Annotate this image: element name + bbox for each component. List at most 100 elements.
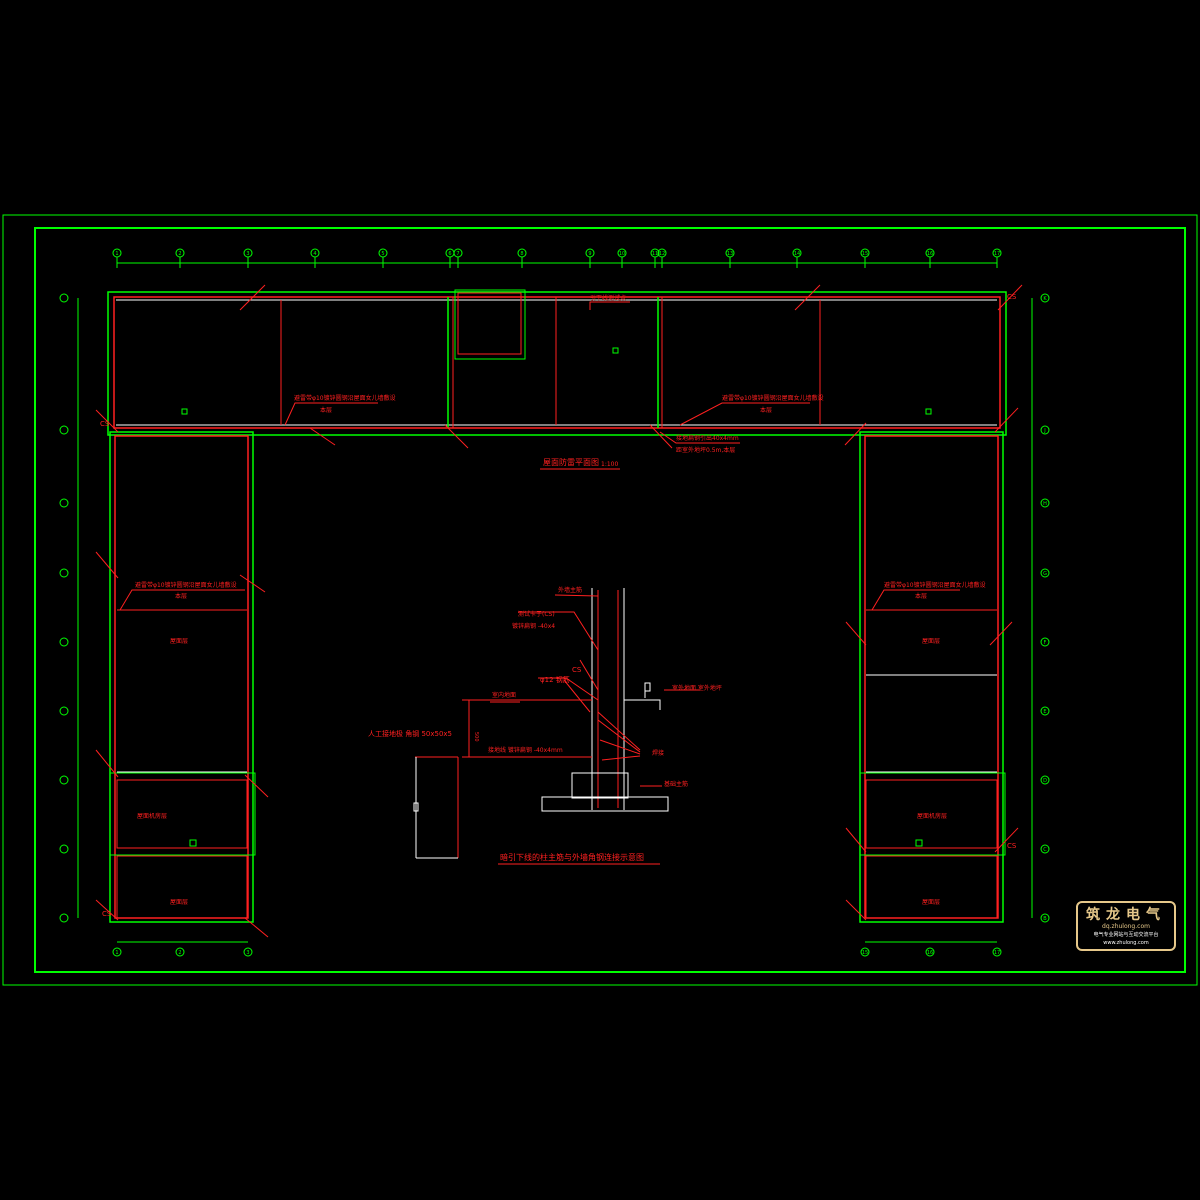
axis-right-labels: K J H G F E D C B: [1043, 296, 1047, 922]
plan-scale: 1:100: [601, 461, 618, 468]
outer-frame: [2, 214, 1198, 986]
svg-text:J: J: [1043, 428, 1045, 434]
svg-text:3: 3: [246, 950, 249, 956]
svg-text:3: 3: [246, 251, 249, 257]
cs-mark-top-right: CS: [1007, 293, 1017, 301]
plan-leaders: [119, 301, 960, 611]
logo-title: 筑龙电气: [1086, 907, 1166, 923]
logo-site: www.zhulong.com: [1103, 940, 1149, 946]
axis-top-labels: 1 2 3 4 5 6 7 8 9 10 11 12 13 14 15 16 1…: [115, 251, 1000, 257]
detail-test-clip-1: 测试卡子(CS): [518, 610, 555, 618]
axis-marker-3: [243, 248, 253, 268]
zhulong-logo: 筑龙电气 dq.zhulong.com 电气专业网站与互动交流平台 www.zh…: [1076, 901, 1176, 951]
axis-marker-15: [860, 248, 870, 268]
room-left-mid: 屋面层: [170, 638, 188, 645]
building-right-wing: [859, 431, 1006, 923]
svg-text:8: 8: [520, 251, 523, 257]
axis-marker-4: [310, 248, 320, 268]
room-right-mid: 屋面层: [922, 638, 940, 645]
note-right-top-2: 本层: [760, 406, 772, 414]
axis-bottom-labels: 1 2 3 15 16 17: [115, 950, 1000, 956]
down-conductor-marks: [95, 284, 1023, 938]
detail-ground-flat: 接地线 镀锌扁钢 -40x4mm: [488, 746, 563, 754]
plan-title: 屋面防雷平面图: [543, 457, 599, 467]
axis-marker-7: [453, 248, 463, 268]
cs-mark-top-left: CS: [100, 420, 110, 428]
svg-text:1: 1: [115, 950, 118, 956]
svg-text:4: 4: [313, 251, 316, 257]
detail-wall: 外墙主筋: [558, 586, 582, 594]
svg-text:C: C: [1043, 847, 1047, 853]
axis-marker-10: [617, 248, 627, 268]
svg-text:16: 16: [927, 950, 933, 956]
svg-text:6: 6: [448, 251, 451, 257]
axis-marker-9: [585, 248, 595, 268]
detail-ground-pole: 人工接地极 角钢 50x50x5: [368, 729, 452, 738]
note-right-wing-1: 避雷带φ10镀锌圆钢沿屋面女儿墙敷设: [884, 581, 986, 589]
detail-indoor: 室内地面: [492, 691, 516, 699]
svg-text:7: 7: [456, 251, 459, 257]
axis-top-markers: [112, 248, 1002, 268]
svg-text:17: 17: [994, 950, 1000, 956]
detail-title: 暗引下线的柱主筋与外墙角钢连接示意图: [500, 852, 644, 862]
note-left-wing-1: 避雷带φ10镀锌圆钢沿屋面女儿墙敷设: [135, 581, 237, 589]
note-center-lower-1: 接地扁钢引出40x4mm: [676, 434, 739, 442]
svg-text:14: 14: [794, 251, 800, 257]
svg-text:13: 13: [727, 251, 733, 257]
svg-text:17: 17: [994, 251, 1000, 257]
cs-mark-bottom-right: CS: [1007, 842, 1017, 850]
detail-drawing: [413, 588, 700, 859]
svg-text:11: 11: [652, 251, 658, 257]
detail-foundation: 基础主筋: [664, 780, 688, 788]
detail-test-clip-2: 镀锌扁钢 -40x4: [512, 622, 555, 630]
detail-weld: 焊接: [652, 749, 664, 757]
svg-text:1: 1: [115, 251, 118, 257]
axis-marker-14: [792, 248, 802, 268]
note-right-top-1: 避雷带φ10镀锌圆钢沿屋面女儿墙敷设: [722, 394, 824, 402]
axis-side-markers: [59, 293, 1050, 923]
svg-text:G: G: [1043, 571, 1047, 577]
note-left-wing-2: 本层: [175, 592, 187, 600]
svg-text:12: 12: [659, 251, 665, 257]
axis-marker-2: [175, 248, 185, 268]
axis-marker-12: [657, 248, 667, 268]
axis-marker-13: [725, 248, 735, 268]
svg-text:10: 10: [619, 251, 625, 257]
axis-marker-17: [992, 248, 1002, 268]
detail-rebar: φ12 钢筋: [540, 675, 570, 684]
svg-text:D: D: [1043, 778, 1047, 784]
building-left-wing: [109, 431, 256, 923]
svg-text:B: B: [1043, 916, 1047, 922]
detail-cs: CS: [572, 666, 582, 674]
logo-subtitle: 电气专业网站与互动交流平台: [1093, 932, 1159, 938]
svg-text:E: E: [1043, 709, 1046, 715]
detail-outdoor: 室外地面 室外地坪: [672, 684, 722, 692]
note-left-top-2: 本层: [320, 406, 332, 414]
room-left-bottom: 屋面层: [170, 899, 188, 906]
axis-marker-1: [112, 248, 122, 268]
building-top-wing: [107, 289, 1007, 436]
inner-frame: [34, 227, 1186, 973]
svg-text:K: K: [1043, 296, 1047, 302]
svg-text:16: 16: [927, 251, 933, 257]
svg-text:5: 5: [381, 251, 384, 257]
svg-text:15: 15: [862, 950, 868, 956]
room-right-low: 屋面机房层: [917, 812, 947, 820]
axis-bottom-markers: [112, 947, 1002, 957]
room-right-bottom: 屋面层: [922, 899, 940, 906]
svg-text:9: 9: [588, 251, 591, 257]
detail-dim: 500: [473, 732, 479, 742]
note-center-lower-2: 距室外地坪0.5m,本层: [676, 446, 735, 454]
svg-text:2: 2: [178, 251, 181, 257]
logo-url: dq.zhulong.com: [1102, 923, 1150, 930]
note-center-top: 引下线测试点: [590, 294, 626, 302]
axis-marker-5: [378, 248, 388, 268]
axis-marker-16: [925, 248, 935, 268]
svg-text:2: 2: [178, 950, 181, 956]
svg-text:H: H: [1043, 501, 1047, 507]
note-left-top-1: 避雷带φ10镀锌圆钢沿屋面女儿墙敷设: [294, 394, 396, 402]
note-right-wing-2: 本层: [915, 592, 927, 600]
room-left-low: 屋面机房层: [137, 812, 167, 820]
axis-marker-8: [517, 248, 527, 268]
